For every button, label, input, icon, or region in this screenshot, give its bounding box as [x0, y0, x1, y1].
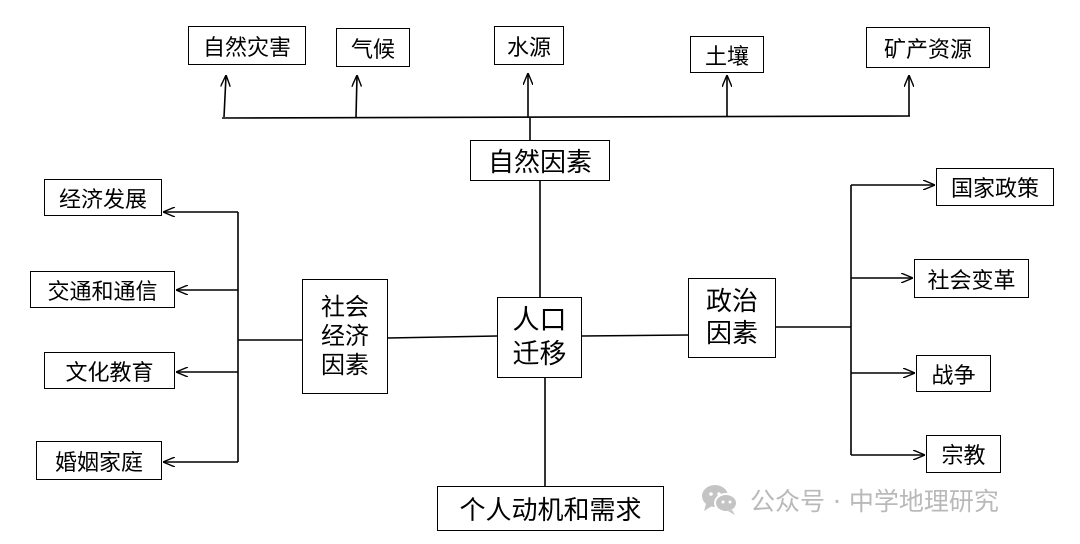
- socio-economic-factors-node: 社会 经济 因素: [302, 279, 388, 394]
- political-item-1: 国家政策: [936, 168, 1054, 206]
- socio-item-3: 文化教育: [44, 352, 175, 389]
- arrow-to-natural-item-1: [224, 76, 226, 118]
- arrow-to-natural-item-2: [356, 76, 357, 118]
- natural-item-2: 气候: [336, 28, 410, 67]
- political-factors-node: 政治 因素: [688, 278, 776, 358]
- natural-factors-node: 自然因素: [470, 140, 610, 181]
- political-item-4: 宗教: [926, 435, 1001, 473]
- center-to-political-line: [581, 334, 689, 337]
- political-item-2: 社会变革: [914, 259, 1029, 298]
- socio-item-1: 经济发展: [44, 179, 162, 216]
- natural-item-1: 自然灾害: [188, 26, 306, 65]
- socio-item-4: 婚姻家庭: [36, 441, 162, 480]
- natural-item-4: 土壤: [690, 36, 764, 73]
- natural-item-3: 水源: [494, 26, 564, 65]
- wechat-icon: [702, 485, 738, 515]
- personal-motivation-node: 个人动机和需求: [437, 486, 664, 531]
- political-item-3: 战争: [916, 355, 991, 392]
- natural-item-5: 矿产资源: [866, 27, 990, 68]
- population-migration-node: 人口 迁移: [497, 297, 582, 378]
- natural-bus-line: [221, 115, 911, 119]
- socio-to-center-line: [387, 335, 498, 339]
- socio-item-2: 交通和通信: [30, 271, 175, 308]
- watermark: 公众号 · 中学地理研究: [700, 478, 999, 522]
- watermark-text: 公众号 · 中学地理研究: [750, 487, 999, 516]
